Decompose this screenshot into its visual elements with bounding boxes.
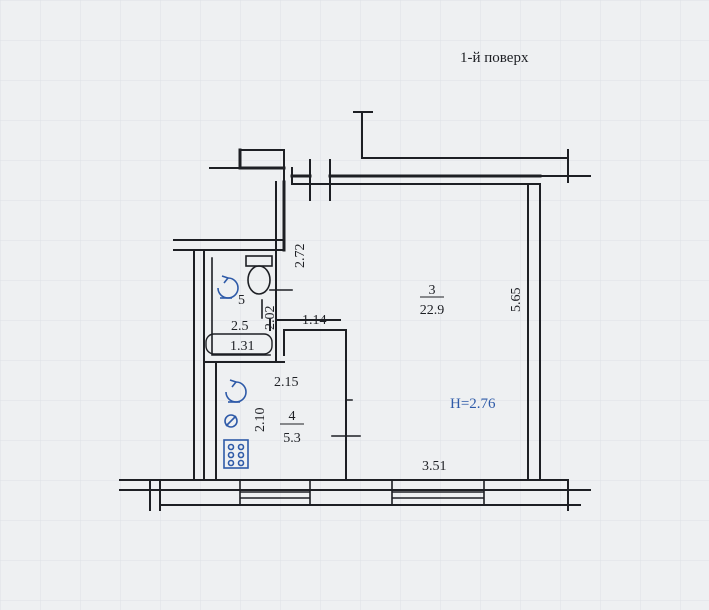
walls — [119, 111, 591, 511]
room-5-number: 5 — [238, 293, 245, 308]
gas-meter-icon — [224, 414, 238, 428]
dimension-passage-width: 1.14 — [302, 313, 327, 328]
toilet-bowl-icon — [247, 265, 271, 295]
dimension-room3-length: 5.65 — [509, 288, 524, 313]
room-4-number: 4 — [289, 409, 296, 424]
sink-icon — [217, 275, 239, 299]
room-5-area: 2.5 — [231, 319, 249, 334]
dimension-room3-width: 3.51 — [422, 459, 447, 474]
floor-title: 1-й поверх — [460, 50, 529, 66]
bathroom-fixtures — [205, 255, 273, 355]
stove-icon — [223, 439, 249, 469]
room-3-number: 3 — [429, 283, 436, 298]
ceiling-height: H=2.76 — [450, 396, 496, 412]
dimension-bath-length: 1.31 — [230, 339, 255, 354]
bathtub-icon — [205, 333, 273, 355]
dimension-kitchen-width: 2.15 — [274, 375, 299, 390]
dimension-kitchen-length: 2.10 — [253, 408, 268, 433]
dimension-bath-width: 2.02 — [263, 306, 278, 331]
dimension-corridor-length: 2.72 — [293, 244, 308, 269]
kitchen-sink-icon — [225, 379, 247, 403]
room-3-area: 22.9 — [420, 303, 445, 318]
kitchen-fixtures — [217, 275, 249, 469]
room-4-area: 5.3 — [283, 431, 301, 446]
